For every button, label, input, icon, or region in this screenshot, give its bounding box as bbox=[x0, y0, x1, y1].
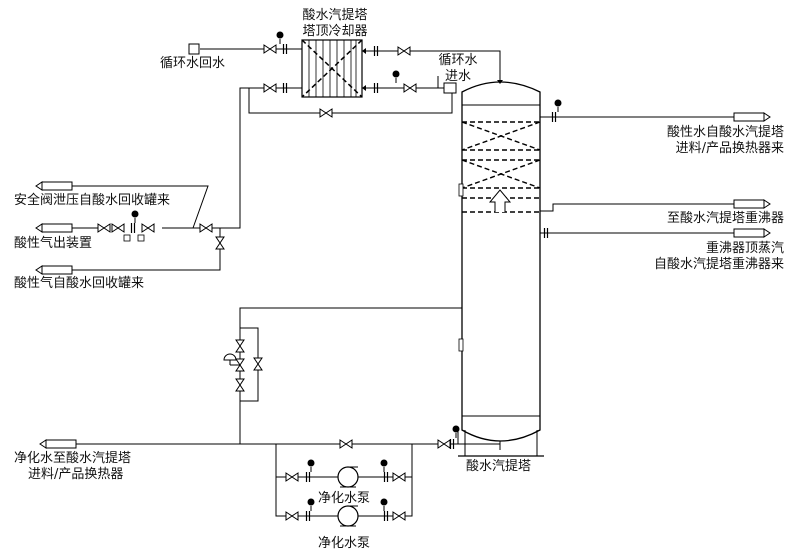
pump-icon[interactable] bbox=[337, 505, 359, 527]
small-box-icon bbox=[188, 43, 200, 55]
acid-feed-line1: 酸性水自酸水汽提塔 bbox=[666, 125, 784, 140]
gate-valve-icon[interactable] bbox=[392, 511, 406, 521]
acid-feed-label: 酸性水自酸水汽提塔 进料/产品换热器来 bbox=[600, 125, 784, 157]
purified-out-line1: 净化水至酸水汽提塔 bbox=[14, 451, 132, 466]
acid-gas-from-tank-label: 酸性气自酸水回收罐来 bbox=[14, 276, 145, 291]
gate-valve-icon[interactable] bbox=[141, 223, 155, 233]
pump-icon[interactable] bbox=[337, 466, 359, 488]
cooler-title-line1: 酸水汽提塔 bbox=[302, 8, 368, 23]
stripper-column bbox=[458, 70, 544, 457]
packing-bed-icon bbox=[461, 121, 541, 213]
gate-valve-icon[interactable] bbox=[285, 511, 299, 521]
cooler-title: 酸水汽提塔 塔顶冷却器 bbox=[280, 8, 390, 40]
gate-valve-icon[interactable] bbox=[235, 339, 245, 353]
control-valve-icon[interactable] bbox=[223, 353, 245, 372]
cooler-title-line2: 塔顶冷却器 bbox=[302, 24, 368, 39]
gate-valve-icon[interactable] bbox=[263, 44, 277, 54]
cw-supply-label: 循环水 进水 bbox=[432, 53, 484, 85]
purified-out-line2: 进料/产品换热器 bbox=[28, 467, 124, 482]
acid-gas-out-label: 酸性气出装置 bbox=[14, 236, 93, 251]
stripper-label: 酸水汽提塔 bbox=[466, 459, 532, 474]
gate-valve-icon[interactable] bbox=[437, 439, 451, 449]
gate-valve-icon[interactable] bbox=[403, 83, 417, 93]
nozzle-icon bbox=[458, 183, 464, 197]
gate-valve-icon[interactable] bbox=[215, 236, 225, 250]
nozzle-icon bbox=[458, 338, 464, 352]
gate-valve-icon[interactable] bbox=[263, 83, 277, 93]
acid-feed-line2: 进料/产品换热器来 bbox=[675, 141, 784, 156]
gate-valve-icon[interactable] bbox=[97, 223, 111, 233]
gate-valve-icon[interactable] bbox=[253, 357, 263, 371]
small-box-icon bbox=[443, 82, 457, 94]
pump1-label: 净化水泵 bbox=[318, 491, 371, 506]
gate-valve-icon[interactable] bbox=[111, 223, 125, 233]
small-box-icon bbox=[137, 234, 145, 242]
tiny-arrow-icon bbox=[362, 48, 503, 91]
vapor-chimney-icon bbox=[488, 189, 512, 212]
reboiler-vapor-line2: 自酸水汽提塔重沸器来 bbox=[653, 257, 784, 272]
cw-return-label: 循环水回水 bbox=[160, 56, 226, 71]
gate-valve-icon[interactable] bbox=[319, 108, 333, 118]
gate-valve-icon[interactable] bbox=[392, 472, 406, 482]
gate-valve-icon[interactable] bbox=[199, 223, 213, 233]
cw-supply-line2: 进水 bbox=[444, 69, 471, 84]
reboiler-vapor-line1: 重沸器顶蒸汽 bbox=[705, 241, 784, 256]
purified-water-out-label: 净化水至酸水汽提塔 进料/产品换热器 bbox=[14, 451, 131, 483]
gate-valve-icon[interactable] bbox=[397, 46, 411, 56]
piping bbox=[72, 48, 734, 517]
small-box-icon bbox=[123, 234, 131, 242]
safety-valve-label: 安全阀泄压自酸水回收罐来 bbox=[14, 193, 171, 208]
to-reboiler-label: 至酸水汽提塔重沸器 bbox=[666, 211, 784, 226]
cw-supply-line1: 循环水 bbox=[438, 53, 478, 68]
pump2-label: 净化水泵 bbox=[318, 536, 371, 551]
heat-exchanger-icon bbox=[301, 39, 363, 98]
reboiler-vapor-label: 重沸器顶蒸汽 自酸水汽提塔重沸器来 bbox=[600, 241, 784, 273]
gate-valve-icon[interactable] bbox=[339, 439, 353, 449]
arrow-connector-icon bbox=[35, 112, 771, 449]
gate-valve-icon[interactable] bbox=[235, 378, 245, 392]
gate-valve-icon[interactable] bbox=[285, 472, 299, 482]
